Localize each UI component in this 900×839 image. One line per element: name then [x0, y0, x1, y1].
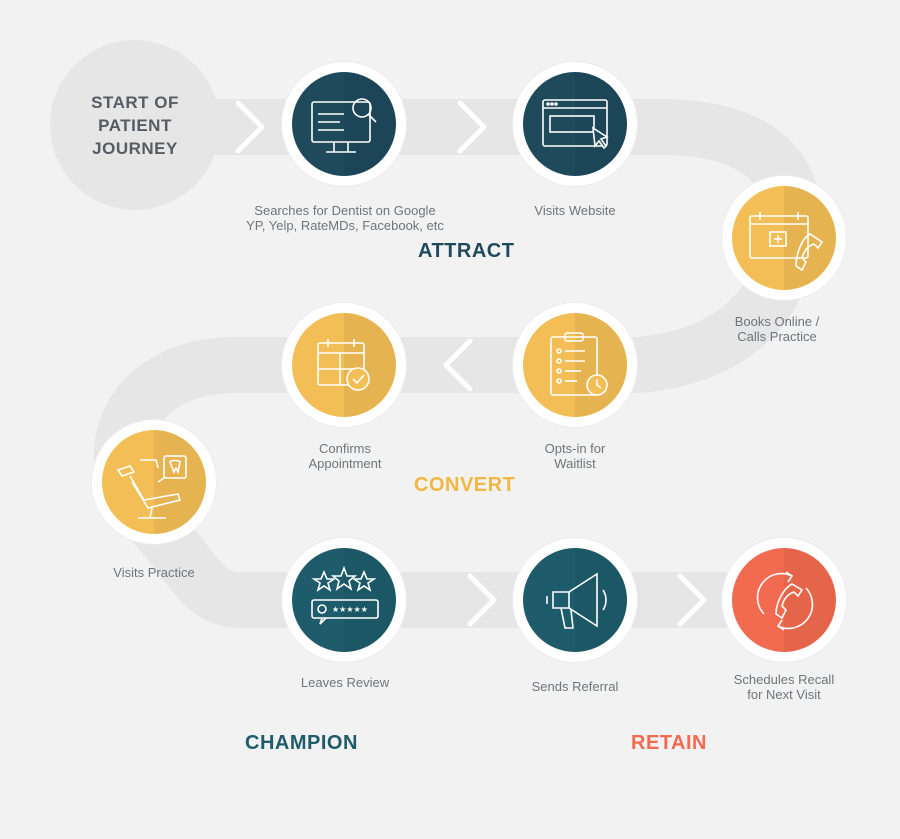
stage-attract: ATTRACT: [418, 240, 515, 262]
stars-review-icon: ★★★★★: [311, 565, 379, 625]
browser-cursor-icon: [542, 99, 609, 150]
step-node-confirm: [282, 303, 406, 427]
step-disc: [523, 548, 627, 652]
step-disc: [732, 548, 836, 652]
monitor-search-icon: [311, 98, 377, 153]
step-node-waitlist: [513, 303, 637, 427]
svg-text:★★★★★: ★★★★★: [332, 605, 368, 614]
step-label-referral: Sends Referral: [531, 679, 619, 694]
step-node-search: [282, 62, 406, 186]
step-node-visit: [92, 420, 216, 544]
stage-champion: CHAMPION: [245, 732, 358, 754]
step-disc: [292, 72, 396, 176]
start-label: START OF PATIENT JOURNEY: [91, 92, 179, 158]
step-label-website: Visits Website: [534, 203, 616, 218]
step-node-website: [513, 62, 637, 186]
step-disc: [523, 72, 627, 176]
calendar-check-icon: [317, 339, 370, 391]
step-node-recall: [722, 538, 846, 662]
step-label-recall: Schedules Recall for Next Visit: [733, 672, 835, 702]
step-label-waitlist: Opts-in for Waitlist: [544, 441, 606, 471]
step-node-referral: [513, 538, 637, 662]
dental-chair-icon: [116, 455, 187, 519]
step-disc: [292, 313, 396, 417]
phone-recall-icon: [756, 571, 814, 631]
step-disc: [523, 313, 627, 417]
stage-convert: CONVERT: [414, 474, 516, 496]
step-label-search: Searches for Dentist on Google YP, Yelp,…: [246, 203, 444, 233]
clipboard-clock-icon: [550, 332, 608, 396]
step-label-visit: Visits Practice: [113, 565, 195, 580]
start-badge: START OF PATIENT JOURNEY: [50, 40, 220, 210]
stage-retain: RETAIN: [631, 732, 707, 754]
megaphone-icon: [546, 572, 607, 629]
step-label-review: Leaves Review: [300, 675, 390, 690]
step-node-book: [722, 176, 846, 300]
step-label-book: Books Online / Calls Practice: [734, 314, 820, 344]
step-node-review: ★★★★★: [282, 538, 406, 662]
calendar-phone-icon: [749, 212, 824, 272]
step-label-confirm: Confirms Appointment: [308, 441, 382, 471]
step-disc: [102, 430, 206, 534]
